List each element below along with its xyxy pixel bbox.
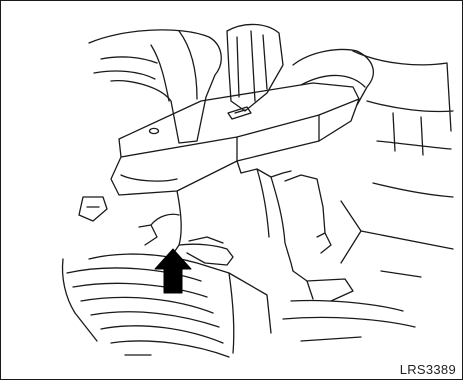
figure-code: LRS3389 — [400, 362, 456, 377]
right-seat — [293, 50, 453, 263]
floor-right — [283, 271, 421, 341]
left-seat — [89, 30, 221, 143]
console-lid — [111, 83, 359, 195]
rear-center-seat — [227, 24, 283, 111]
floor-bracket-left — [79, 197, 107, 221]
